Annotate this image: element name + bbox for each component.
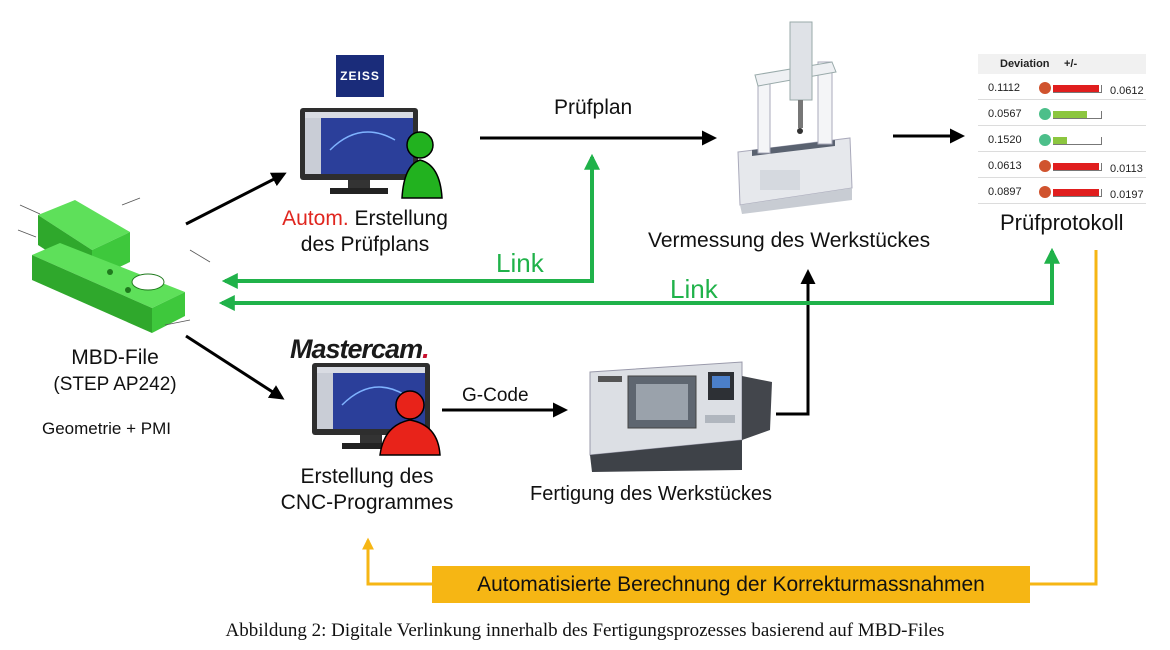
- deviation-bar: [1053, 85, 1102, 93]
- deviation-bar-fill: [1053, 163, 1099, 170]
- deviation-bar-fill: [1053, 189, 1099, 196]
- coordinate-measuring-machine-icon: [737, 21, 853, 214]
- autom-label-red: Autom.: [282, 207, 349, 230]
- link-arrow-protokoll: [218, 247, 1060, 311]
- cnc-lathe-icon: [589, 361, 772, 472]
- link-label-2: Link: [670, 274, 718, 304]
- deviation-header-label: Deviation: [1000, 58, 1050, 70]
- deviation-table-header: Deviation +/-: [978, 54, 1146, 74]
- deviation-value: 0.1520: [988, 134, 1022, 146]
- autom-label-rest: Erstellung: [348, 207, 448, 230]
- fertigung-label: Fertigung des Werkstückes: [530, 483, 772, 505]
- mastercam-logo-dot: .: [422, 334, 429, 364]
- zeiss-logo: ZEISS: [336, 55, 384, 97]
- deviation-bar: [1053, 137, 1102, 145]
- mastercam-logo-text: Mastercam: [290, 334, 423, 364]
- korrektur-box: Automatisierte Berechnung der Korrekturm…: [432, 566, 1030, 603]
- green-cad-part-icon: [17, 197, 211, 333]
- deviation-bar: [1053, 189, 1102, 197]
- deviation-excess-value: 0.0113: [1110, 163, 1143, 175]
- deviation-value: 0.0567: [988, 108, 1022, 120]
- arrow-mbd-to-cnc: [185, 334, 285, 400]
- deviation-bar-fill: [1053, 137, 1068, 144]
- deviation-excess-value: 0.0612: [1110, 85, 1144, 97]
- figure-caption: Abbildung 2: Digitale Verlinkung innerha…: [225, 620, 945, 641]
- status-dot-icon: [1039, 134, 1051, 146]
- gcode-label: G-Code: [462, 385, 529, 406]
- deviation-excess-value: 0.0197: [1110, 189, 1144, 201]
- deviation-bar: [1053, 163, 1102, 171]
- deviation-row: 0.1112 0.0612: [978, 77, 1146, 100]
- cnc-label-line1: Erstellung des: [300, 465, 434, 488]
- deviation-value: 0.0897: [988, 186, 1022, 198]
- mbd-file-format: (STEP AP242): [53, 374, 177, 395]
- status-dot-icon: [1039, 82, 1051, 94]
- mbd-file-title: MBD-File: [71, 346, 159, 369]
- cnc-label-line2: CNC-Programmes: [280, 491, 454, 514]
- deviation-row: 0.1520: [978, 129, 1146, 152]
- zeiss-workstation-icon: [300, 108, 443, 199]
- vermessung-label: Vermessung des Werkstückes: [648, 229, 931, 252]
- autom-erstellung-label: Autom. Erstellung des Prüfplans: [260, 206, 470, 258]
- mbd-file-label: MBD-File (STEP AP242): [40, 345, 190, 398]
- deviation-bar-fill: [1053, 111, 1087, 118]
- arrow-lathe-to-cmm: [776, 269, 816, 416]
- pruefprotokoll-label: Prüfprotokoll: [1000, 210, 1124, 235]
- deviation-row: 0.0613 0.0113: [978, 155, 1146, 178]
- pruefplan-label: Prüfplan: [554, 96, 633, 119]
- deviation-value: 0.0613: [988, 160, 1022, 172]
- deviation-bar-fill: [1053, 85, 1099, 92]
- deviation-row: 0.0897 0.0197: [978, 181, 1146, 204]
- geometrie-pmi-label: Geometrie + PMI: [42, 419, 171, 438]
- link-label-1: Link: [496, 248, 544, 278]
- mastercam-workstation-icon: [312, 363, 441, 456]
- cnc-erstellung-label: Erstellung des CNC-Programmes: [262, 464, 472, 516]
- korrektur-label: Automatisierte Berechnung der Korrekturm…: [477, 572, 985, 596]
- mastercam-logo: Mastercam.: [290, 334, 430, 365]
- status-dot-icon: [1039, 160, 1051, 172]
- status-dot-icon: [1039, 108, 1051, 120]
- deviation-header-sign: +/-: [1064, 58, 1078, 70]
- deviation-bar: [1053, 111, 1102, 119]
- status-dot-icon: [1039, 186, 1051, 198]
- deviation-value: 0.1112: [988, 82, 1021, 94]
- deviation-row: 0.0567: [978, 103, 1146, 126]
- autom-label-line2: des Prüfplans: [300, 233, 430, 256]
